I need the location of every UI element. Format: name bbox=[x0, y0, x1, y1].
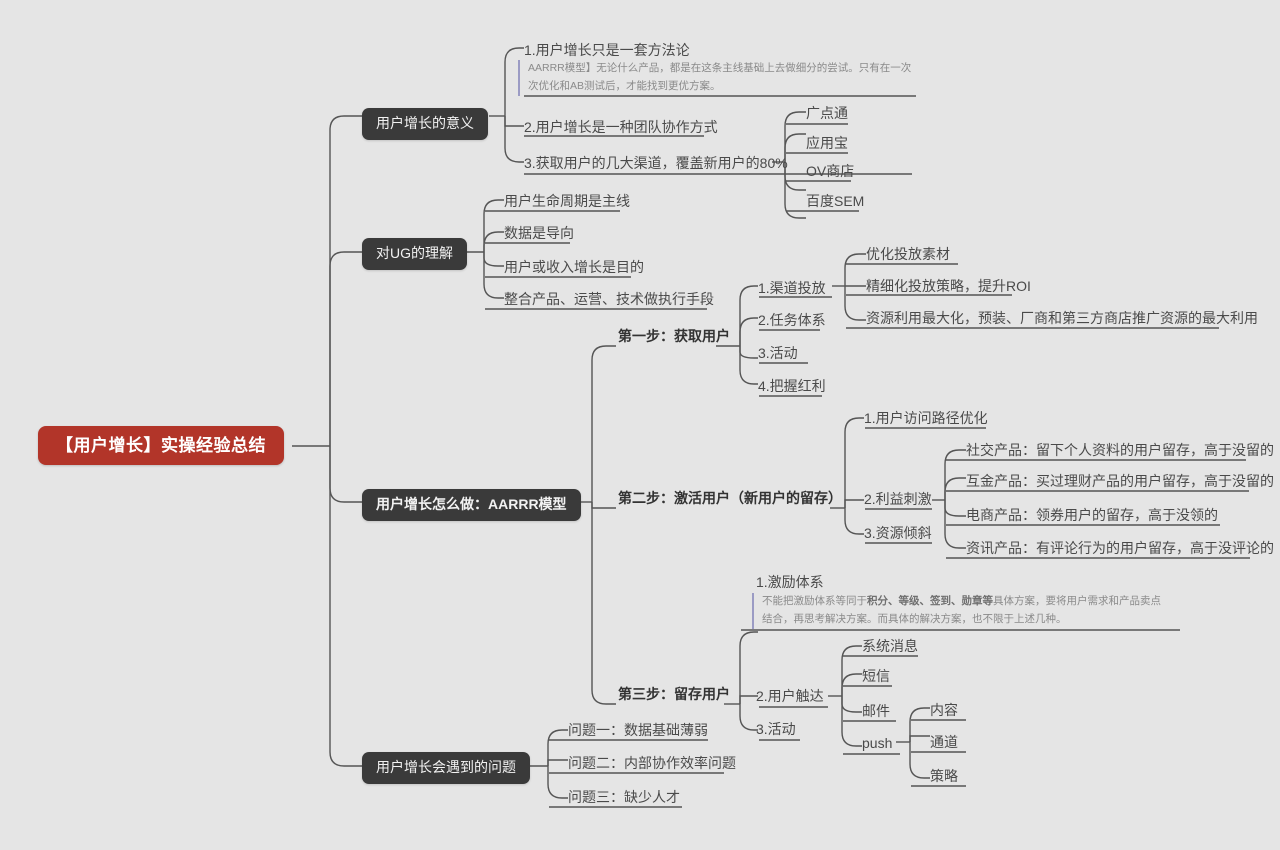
channel-item-2[interactable]: 应用宝 bbox=[806, 135, 848, 151]
branch2-child-4[interactable]: 整合产品、运营、技术做执行手段 bbox=[504, 291, 714, 307]
push-aspect-3[interactable]: 策略 bbox=[930, 768, 958, 784]
step3-note: 不能把激励体系等同于积分、等级、签到、勋章等具体方案，要将用户需求和产品卖点结合… bbox=[752, 593, 1170, 629]
reach-channel-3[interactable]: 邮件 bbox=[862, 703, 890, 719]
step3-child-2[interactable]: 2.用户触达 bbox=[756, 688, 824, 704]
reach-channel-1[interactable]: 系统消息 bbox=[862, 638, 918, 654]
branch4-child-1[interactable]: 问题一：数据基础薄弱 bbox=[568, 722, 708, 738]
step3-child-1[interactable]: 1.激励体系 bbox=[756, 574, 824, 590]
branch-node-ug-understanding[interactable]: 对UG的理解 bbox=[362, 238, 467, 270]
step2-child-3[interactable]: 3.资源倾斜 bbox=[864, 525, 932, 541]
channel-item-4[interactable]: 百度SEM bbox=[806, 193, 865, 209]
step2-child-1[interactable]: 1.用户访问路径优化 bbox=[864, 410, 988, 426]
channel-item-1[interactable]: 广点通 bbox=[806, 105, 848, 121]
branch1-note: AARRR模型】无论什么产品，都是在这条主线基础上去做细分的尝试。只有在一次次优… bbox=[518, 60, 918, 96]
benefit-case-3[interactable]: 电商产品：领券用户的留存，高于没领的 bbox=[966, 507, 1218, 523]
branch1-child-2[interactable]: 2.用户增长是一种团队协作方式 bbox=[524, 119, 718, 135]
channel-tactic-1[interactable]: 优化投放素材 bbox=[866, 246, 950, 262]
channel-tactic-2[interactable]: 精细化投放策略，提升ROI bbox=[866, 278, 1031, 294]
benefit-case-4[interactable]: 资讯产品：有评论行为的用户留存，高于没评论的 bbox=[966, 540, 1274, 556]
root-node[interactable]: 【用户增长】实操经验总结 bbox=[38, 426, 284, 466]
branch4-child-3[interactable]: 问题三：缺少人才 bbox=[568, 789, 680, 805]
branch2-child-3[interactable]: 用户或收入增长是目的 bbox=[504, 259, 644, 275]
push-aspect-2[interactable]: 通道 bbox=[930, 734, 958, 750]
step1-child-2[interactable]: 2.任务体系 bbox=[758, 312, 826, 328]
branch-node-aarrr[interactable]: 用户增长怎么做：AARRR模型 bbox=[362, 489, 581, 521]
branch2-child-2[interactable]: 数据是导向 bbox=[504, 225, 574, 241]
branch2-child-1[interactable]: 用户生命周期是主线 bbox=[504, 193, 630, 209]
step1-label[interactable]: 第一步：获取用户 bbox=[618, 328, 730, 344]
branch1-child-1[interactable]: 1.用户增长只是一套方法论 bbox=[524, 42, 690, 58]
branch-node-problems[interactable]: 用户增长会遇到的问题 bbox=[362, 752, 530, 784]
step2-label[interactable]: 第二步：激活用户（新用户的留存） bbox=[618, 490, 842, 506]
note-bold: 积分、等级、签到、勋章等 bbox=[867, 595, 993, 607]
branch4-child-2[interactable]: 问题二：内部协作效率问题 bbox=[568, 755, 736, 771]
reach-channel-4[interactable]: push bbox=[862, 735, 893, 751]
branch1-child-3[interactable]: 3.获取用户的几大渠道，覆盖新用户的80% bbox=[524, 155, 788, 171]
channel-item-3[interactable]: OV商店 bbox=[806, 163, 855, 179]
step2-child-2[interactable]: 2.利益刺激 bbox=[864, 491, 932, 507]
step3-label[interactable]: 第三步：留存用户 bbox=[618, 686, 730, 702]
step1-child-4[interactable]: 4.把握红利 bbox=[758, 378, 826, 394]
note-suffix: 具体方案，要将用户需求和产品卖点结合，再思考解决方案。而具体的解决方案，也不限于… bbox=[762, 595, 1161, 625]
note-prefix: 不能把激励体系等同于 bbox=[762, 595, 867, 607]
branch-node-meaning[interactable]: 用户增长的意义 bbox=[362, 108, 488, 140]
push-aspect-1[interactable]: 内容 bbox=[930, 702, 958, 718]
reach-channel-2[interactable]: 短信 bbox=[862, 668, 890, 684]
benefit-case-2[interactable]: 互金产品：买过理财产品的用户留存，高于没留的 bbox=[966, 473, 1274, 489]
channel-tactic-3[interactable]: 资源利用最大化，预装、厂商和第三方商店推广资源的最大利用 bbox=[866, 310, 1258, 326]
step1-child-1[interactable]: 1.渠道投放 bbox=[758, 280, 826, 296]
step3-child-3[interactable]: 3.活动 bbox=[756, 721, 796, 737]
benefit-case-1[interactable]: 社交产品：留下个人资料的用户留存，高于没留的 bbox=[966, 442, 1274, 458]
step1-child-3[interactable]: 3.活动 bbox=[758, 345, 798, 361]
